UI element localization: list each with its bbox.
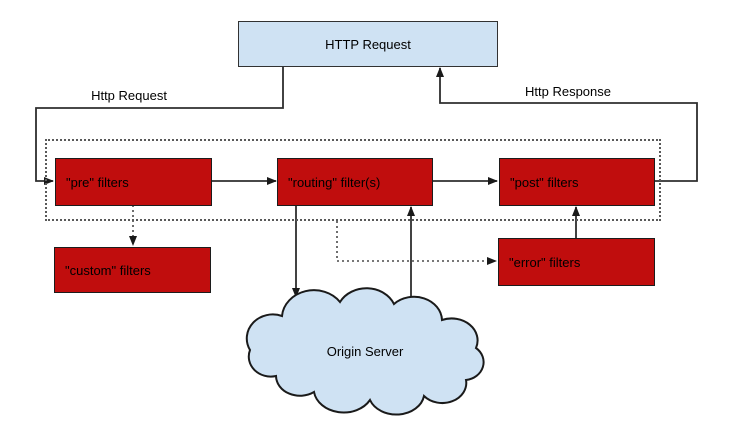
node-pre-filters: "pre" filters — [55, 158, 212, 206]
node-post-filters: "post" filters — [499, 158, 655, 206]
node-post-filters-label: "post" filters — [510, 174, 579, 190]
node-http-request-label: HTTP Request — [325, 36, 411, 52]
node-routing-filters: "routing" filter(s) — [277, 158, 433, 206]
node-http-request: HTTP Request — [238, 21, 498, 67]
node-error-filters-label: "error" filters — [509, 254, 581, 270]
filter-chain-boundary — [45, 139, 661, 221]
node-routing-filters-label: "routing" filter(s) — [288, 174, 381, 190]
node-error-filters: "error" filters — [498, 238, 655, 286]
node-custom-filters: "custom" filters — [54, 247, 211, 293]
edge-chain-to-error-dotted — [336, 221, 497, 265]
node-pre-filters-label: "pre" filters — [66, 174, 129, 190]
node-custom-filters-label: "custom" filters — [65, 262, 151, 278]
origin-server-label: Origin Server — [326, 344, 404, 359]
edge-label-http-response: Http Response — [525, 84, 611, 99]
edge-label-http-request: Http Request — [91, 88, 167, 103]
